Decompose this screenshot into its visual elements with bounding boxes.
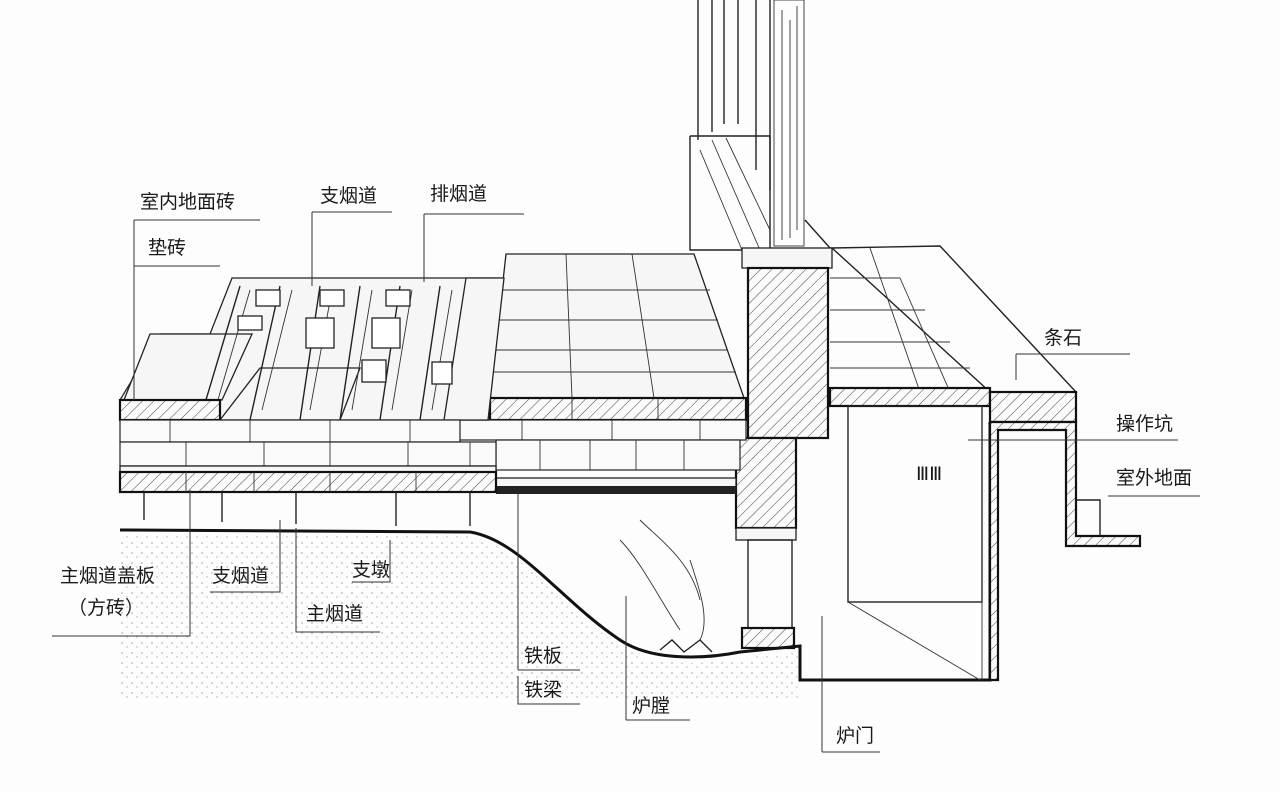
strip-stone-platform: ⅢⅢ (798, 245, 1142, 682)
label-main-flue: 主烟道 (306, 603, 363, 625)
ground-furnace (119, 519, 802, 700)
label-pad-brick: 垫砖 (148, 237, 186, 259)
label-furnace-wall: 炉膛 (632, 695, 670, 717)
left-floor-channels (118, 277, 505, 526)
label-strip-stone: 条石 (1044, 327, 1082, 349)
center-floor-slab (439, 253, 748, 494)
label-smoke-exhaust: 排烟道 (430, 183, 487, 205)
label-main-flue-cover-note: （方砖） (68, 597, 144, 619)
wall-window (689, 0, 831, 251)
chimney-pillar (734, 247, 833, 650)
svg-text:ⅢⅢ: ⅢⅢ (916, 463, 942, 485)
label-branch-flue-bottom: 支烟道 (212, 565, 269, 587)
label-outdoor-ground: 室外地面 (1116, 467, 1192, 489)
leader-lines (52, 211, 1200, 753)
label-operation-pit: 操作坑 (1116, 413, 1173, 435)
label-main-flue-cover: 主烟道盖板 (60, 565, 155, 587)
label-iron-beam: 铁梁 (524, 679, 562, 701)
label-support-pier: 支墩 (352, 559, 390, 581)
label-branch-flue-top: 支烟道 (320, 185, 377, 207)
label-indoor-floor-brick: 室内地面砖 (140, 191, 235, 213)
labels: 室内地面砖 垫砖 支烟道 排烟道 条石 操作坑 室外地面 主烟道盖板 （方砖） … (60, 183, 1192, 747)
label-iron-plate: 铁板 (524, 645, 562, 667)
label-furnace-door: 炉门 (836, 725, 874, 747)
